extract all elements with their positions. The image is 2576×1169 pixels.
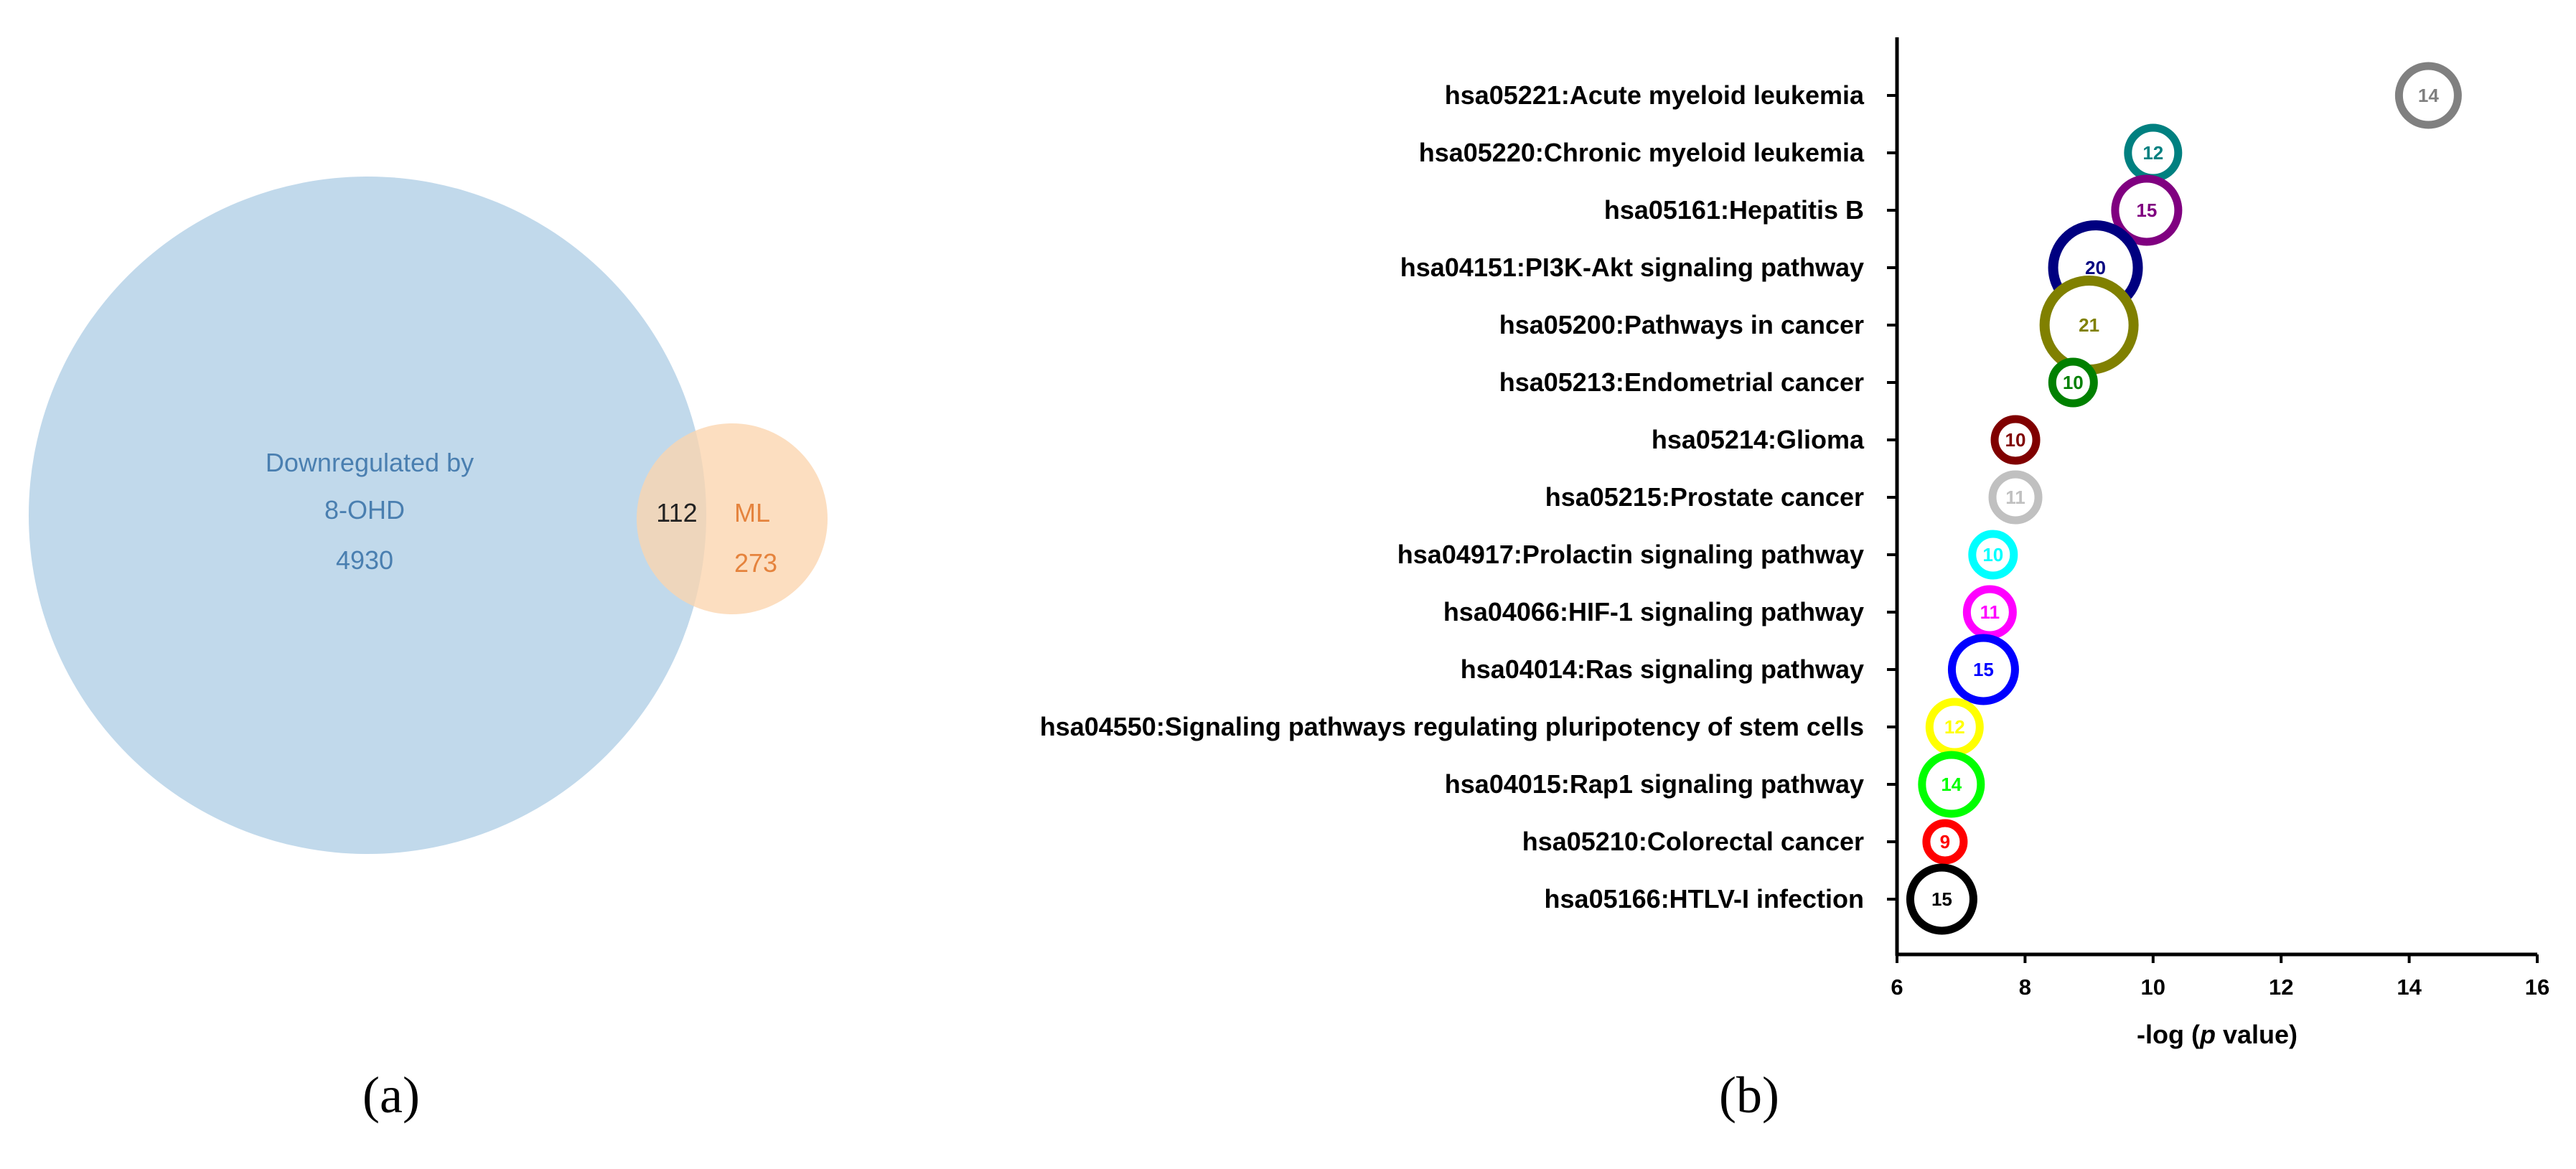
category-label: hsa04550:Signaling pathways regulating p… [1040,712,1864,741]
bubble [1906,863,1977,935]
category-label: hsa04151:PI3K-Akt signaling pathway [1400,253,1864,282]
x-tick-label: 14 [2397,975,2422,1000]
bubble-count-label: 10 [1982,544,2003,565]
pathway-bubble-chart: hsa05221:Acute myeloid leukemia hsa05220:… [1040,37,2549,1049]
bubble [1922,819,1968,865]
bubble [2394,62,2462,129]
bubble [1918,751,1985,818]
bubble-count-label: 9 [1940,831,1950,853]
x-tick-label: 12 [2269,975,2293,1000]
bubble-count-label: 11 [2005,487,2025,508]
category-label: hsa04015:Rap1 signaling pathway [1445,769,1864,799]
category-label: hsa04014:Ras signaling pathway [1461,654,1864,684]
bubble-count-label: 15 [1973,659,1994,680]
bubble-count-label: 12 [1944,716,1965,738]
venn-set2-label: ML [734,498,770,527]
x-axis-title-italic: p [2199,1020,2216,1049]
bubble-count-label: 14 [1941,774,1962,795]
bubble [1988,470,2043,525]
bubble-count-label: 15 [1931,888,1952,910]
x-tick-label: 8 [2019,975,2031,1000]
bubble-count-label: 10 [2005,429,2026,451]
venn-set2-count: 273 [734,548,777,578]
bubble [1990,415,2041,465]
category-label: hsa05210:Colorectal cancer [1522,827,1864,856]
panel-a-label: (a) [362,1066,420,1124]
bubble-count-label: 12 [2142,142,2163,164]
x-axis-title-post: value) [2216,1020,2298,1049]
venn-overlap-count: 112 [656,498,697,527]
venn-diagram: Downregulated by 8-OHD 4930 112 ML 273 [29,177,828,854]
x-axis-title-pre: -log ( [2137,1020,2200,1049]
category-label: hsa05220:Chronic myeloid leukemia [1419,138,1865,167]
venn-circle-downregulated [29,177,706,854]
venn-set1-label-line2: 8-OHD [324,495,405,525]
venn-set1-count: 4930 [336,545,393,575]
bubble [1968,530,2018,580]
category-label: hsa05161:Hepatitis B [1604,195,1864,225]
category-label: hsa05200:Pathways in cancer [1499,310,1864,339]
category-label: hsa05166:HTLV-I infection [1545,884,1864,914]
x-axis-ticks: 6 8 10 12 14 16 [1891,954,2549,1000]
category-labels: hsa05221:Acute myeloid leukemia hsa05220:… [1040,80,1897,914]
bubble [2111,174,2183,246]
bubble-count-label: 10 [2063,372,2084,393]
category-label: hsa05215:Prostate cancer [1545,482,1864,512]
category-label: hsa05221:Acute myeloid leukemia [1445,80,1865,110]
x-axis-title: -log (p value) [2137,1020,2298,1049]
bubble [2048,357,2098,408]
bubble-count-label: 11 [1980,601,2000,623]
venn-set1-label-line1: Downregulated by [266,448,474,477]
bubble-count-label: 20 [2085,257,2106,278]
bubble-count-label: 15 [2136,199,2157,221]
bubble [1947,634,2019,705]
bubble-count-label: 14 [2418,85,2439,106]
x-tick-label: 10 [2141,975,2165,1000]
category-label: hsa04917:Prolactin signaling pathway [1397,540,1864,569]
x-tick-label: 6 [1891,975,1903,1000]
x-tick-label: 16 [2525,975,2549,1000]
category-label: hsa04066:HIF-1 signaling pathway [1443,597,1864,626]
category-label: hsa05213:Endometrial cancer [1499,367,1864,397]
panel-b-label: (b) [1719,1066,1779,1124]
bubbles: 14 12 15 20 21 10 10 11 10 11 15 12 14 9 15 [1906,62,2462,935]
venn-circle-ml [637,423,828,614]
category-label: hsa05214:Glioma [1652,425,1865,454]
bubble-count-label: 21 [2079,314,2099,336]
